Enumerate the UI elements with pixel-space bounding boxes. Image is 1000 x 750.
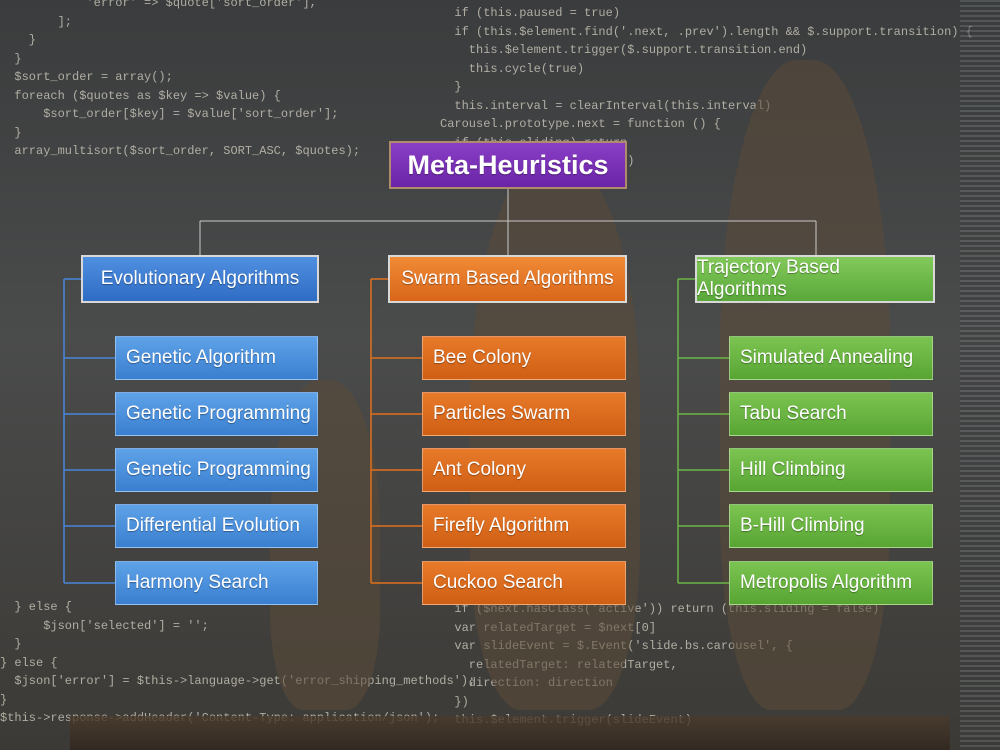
leaf-genetic-algorithm: Genetic Algorithm (115, 336, 318, 380)
code-line: $json['selected'] = ''; (0, 618, 209, 633)
code-line: } (0, 125, 22, 140)
category-trajectory: Trajectory Based Algorithms (695, 255, 935, 303)
code-line: $sort_order[$key] = $value['sort_order']… (0, 107, 339, 121)
leaf-firefly-algorithm: Firefly Algorithm (422, 504, 626, 548)
code-line: } (440, 80, 462, 94)
code-minimap (960, 0, 1000, 750)
leaf-genetic-programming-1: Genetic Programming (115, 392, 318, 436)
code-line: } (0, 51, 22, 66)
category-swarm: Swarm Based Algorithms (388, 255, 627, 303)
code-line: } (0, 692, 8, 707)
code-line: if (this.paused = true) (440, 6, 621, 20)
code-line: 'error' => $quote['sort_order'], (0, 0, 317, 10)
statue-base (70, 716, 950, 750)
code-line: this.$element.trigger($.support.transiti… (440, 43, 808, 57)
background-code-left: 'error' => $quote['sort_order'], ]; } } … (0, 0, 360, 161)
code-line: this.cycle(true) (440, 61, 585, 76)
leaf-bee-colony: Bee Colony (422, 336, 626, 380)
leaf-simulated-annealing: Simulated Annealing (729, 336, 933, 380)
code-line: }) (440, 694, 469, 709)
leaf-differential-evolution: Differential Evolution (115, 504, 318, 548)
leaf-genetic-programming-2: Genetic Programming (115, 448, 318, 492)
root-node-title: Meta-Heuristics (389, 141, 627, 189)
leaf-harmony-search: Harmony Search (115, 561, 318, 605)
code-line: } (0, 637, 22, 651)
leaf-cuckoo-search: Cuckoo Search (422, 561, 626, 605)
code-line: } else { (0, 655, 58, 670)
code-line: array_multisort($sort_order, SORT_ASC, $… (0, 144, 361, 158)
leaf-ant-colony: Ant Colony (422, 448, 626, 492)
leaf-b-hill-climbing: B-Hill Climbing (729, 504, 933, 548)
code-line: } else { (0, 600, 73, 614)
code-line: $sort_order = array(); (0, 70, 173, 84)
leaf-metropolis-algorithm: Metropolis Algorithm (729, 561, 933, 605)
code-line: foreach ($quotes as $key => $value) { (0, 88, 281, 103)
code-line: Carousel.prototype.next = function () { (440, 117, 721, 131)
code-line: this.interval = clearInterval(this.inter… (440, 98, 772, 113)
leaf-particles-swarm: Particles Swarm (422, 392, 626, 436)
leaf-hill-climbing: Hill Climbing (729, 448, 933, 492)
leaf-tabu-search: Tabu Search (729, 392, 933, 436)
code-line: ]; (0, 14, 73, 29)
category-evolutionary: Evolutionary Algorithms (81, 255, 319, 303)
code-line: } (0, 33, 37, 47)
